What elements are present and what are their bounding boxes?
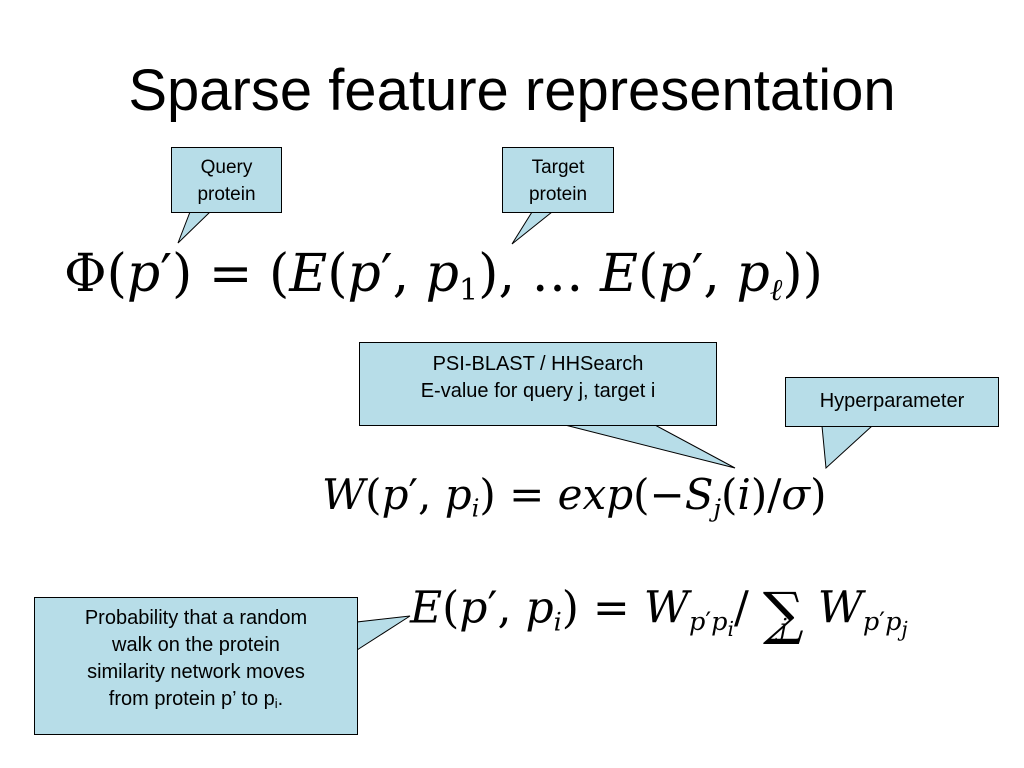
phi-equation: Φ(p′) = (E(p′, p1), … E(p′, pℓ)) (64, 244, 823, 309)
psi-callout-line-2: E-value for query j, target i (420, 380, 656, 402)
summation-symbol: ∑j (762, 581, 804, 647)
prob-callout-line-4: from protein p’ to pi. (35, 686, 357, 713)
query-protein-callout: Query protein (171, 147, 282, 213)
psi-blast-callout: PSI-BLAST / HHSearch E-value for query j… (359, 342, 717, 426)
prob-callout-line-2: walk on the protein (112, 634, 280, 656)
prob-callout-line-4-sub: i (274, 696, 278, 711)
prob-callout-line-4-suffix: . (277, 688, 284, 710)
hyper-callout-line-1: Hyperparameter (819, 390, 965, 412)
hyper-callout-pointer (821, 425, 874, 470)
query-callout-line-2: protein (197, 184, 256, 205)
target-callout-line-2: protein (528, 184, 588, 205)
query-callout-line-1: Query (200, 157, 253, 178)
target-protein-callout: Target protein (502, 147, 614, 213)
e-equation: E(p′, pi) = Wp′pi/ ∑j Wp′pj (410, 581, 908, 647)
prob-callout-pointer (356, 615, 411, 651)
probability-callout: Probability that a random walk on the pr… (34, 597, 358, 735)
psi-callout-pointer (564, 424, 736, 469)
query-callout-pointer (177, 211, 212, 244)
target-callout-pointer (511, 211, 554, 245)
prob-callout-line-1: Probability that a random (84, 607, 308, 629)
slide-title: Sparse feature representation (128, 58, 896, 123)
w-equation: W(p′, pi) = exp(−Sj(i)/σ) (322, 470, 827, 523)
target-callout-line-1: Target (531, 157, 585, 178)
prob-callout-line-4-prefix: from protein p’ to p (108, 688, 275, 710)
psi-callout-line-1: PSI-BLAST / HHSearch (432, 353, 644, 375)
prob-callout-line-3: similarity network moves (87, 661, 305, 683)
hyperparameter-callout: Hyperparameter (785, 377, 999, 427)
